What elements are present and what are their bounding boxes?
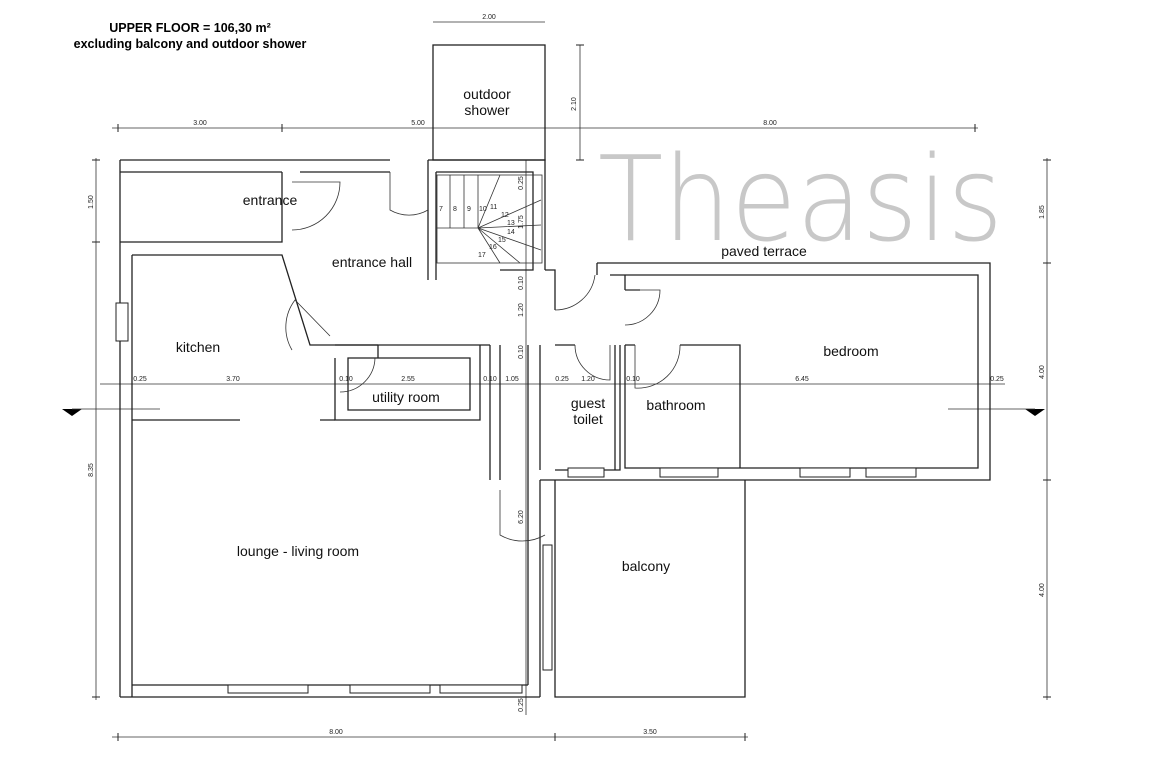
room-paved-terrace: paved terrace xyxy=(721,243,807,259)
room-outdoor-shower-2: shower xyxy=(464,102,509,118)
dimensions-section-7-label: 1.20 xyxy=(581,376,595,383)
dimensions-bottom-0-label: 8.00 xyxy=(329,729,343,736)
dimensions-middle_vertical-5-label: 6.20 xyxy=(518,510,525,524)
dimensions-section-6-label: 0.25 xyxy=(555,376,569,383)
dimensions-middle_vertical-3-label: 1.20 xyxy=(518,303,525,317)
room-labels: outdoor shower entrance entrance hall pa… xyxy=(176,86,879,574)
dimensions-section-2-label: 0.10 xyxy=(339,376,353,383)
dimensions-right-1-label: 4.00 xyxy=(1039,365,1046,379)
stairs-6-label: 13 xyxy=(507,220,515,227)
windows xyxy=(115,302,917,694)
room-guest-toilet-2: toilet xyxy=(573,411,603,427)
room-bathroom: bathroom xyxy=(646,397,705,413)
stairs-0-label: 7 xyxy=(439,206,443,213)
dimensions-section-5-label: 1.05 xyxy=(505,376,519,383)
stairs-8-label: 15 xyxy=(498,237,506,244)
dimensions-top-0-label: 3.00 xyxy=(193,120,207,127)
stairs-7-label: 14 xyxy=(507,229,515,236)
room-utility: utility room xyxy=(372,389,440,405)
room-guest-toilet: guest xyxy=(571,395,605,411)
stairs-10-label: 17 xyxy=(478,252,486,259)
room-entrance: entrance xyxy=(243,192,298,208)
dimensions-section-0-label: 0.25 xyxy=(133,376,147,383)
plan-title: UPPER FLOOR = 106,30 m² xyxy=(109,21,271,35)
dimensions-middle_vertical-1-label: 1.75 xyxy=(518,215,525,229)
room-balcony: balcony xyxy=(622,558,670,574)
dimensions-section-1-label: 3.70 xyxy=(226,376,240,383)
room-entrance-hall: entrance hall xyxy=(332,254,412,270)
plan-subtitle: excluding balcony and outdoor shower xyxy=(74,37,307,51)
dimensions-shower_width-label: 2.00 xyxy=(482,14,496,21)
stairs-5-label: 12 xyxy=(501,212,509,219)
room-lounge: lounge - living room xyxy=(237,543,359,559)
dimensions-right-0-label: 1.85 xyxy=(1039,205,1046,219)
dimensions-left-0-label: 1.50 xyxy=(88,195,95,209)
stairs-9-label: 16 xyxy=(489,244,497,251)
dimensions-section-9-label: 6.45 xyxy=(795,376,809,383)
dimensions-middle_vertical-0-label: 0.25 xyxy=(518,176,525,190)
dimension-labels: 3.00 5.00 8.00 2.00 2.10 1.50 8.35 1.85 … xyxy=(88,14,1046,736)
staircase: 7 8 9 10 11 12 13 14 15 16 17 xyxy=(436,174,543,264)
dimensions-top-1-label: 5.00 xyxy=(411,120,425,127)
room-kitchen: kitchen xyxy=(176,339,220,355)
room-outdoor-shower: outdoor xyxy=(463,86,511,102)
stairs-3-label: 10 xyxy=(479,206,487,213)
dimension-lines xyxy=(62,21,1051,741)
dimensions-bottom-1-label: 3.50 xyxy=(643,729,657,736)
dimensions-shower_depth-label: 2.10 xyxy=(571,97,578,111)
dimensions-section-10-label: 0.25 xyxy=(990,376,1004,383)
room-bedroom: bedroom xyxy=(823,343,878,359)
stairs-1-label: 8 xyxy=(453,206,457,213)
stairs-2-label: 9 xyxy=(467,206,471,213)
dimensions-left-1-label: 8.35 xyxy=(88,463,95,477)
watermark-logo: Theasis xyxy=(598,130,1003,268)
doors xyxy=(285,172,681,542)
dimensions-middle_vertical-6-label: 0.25 xyxy=(518,698,525,712)
dimensions-middle_vertical-4-label: 0.10 xyxy=(518,345,525,359)
dimensions-section-3-label: 2.55 xyxy=(401,376,415,383)
walls xyxy=(119,44,991,698)
stairs-4-label: 11 xyxy=(490,204,497,211)
dimensions-middle_vertical-2-label: 0.10 xyxy=(518,276,525,290)
dimensions-right-2-label: 4.00 xyxy=(1039,583,1046,597)
dimensions-section-8-label: 0.10 xyxy=(626,376,640,383)
dimensions-top-2-label: 8.00 xyxy=(763,120,777,127)
